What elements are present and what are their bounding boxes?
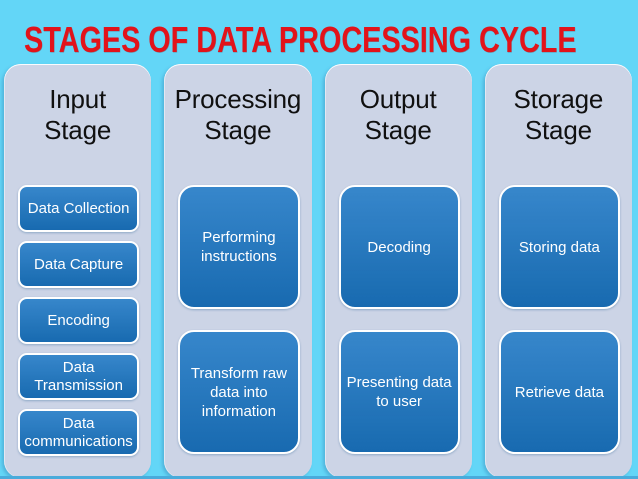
page-title: STAGES OF DATA PROCESSING CYCLE <box>24 19 577 60</box>
panel-processing-stage: Processing Stage Performing instructions… <box>164 64 312 478</box>
panel-heading-line: Input <box>49 84 107 114</box>
panel-heading: Processing Stage <box>164 64 311 146</box>
panel-boxes: Decoding Presenting data to user <box>338 185 460 475</box>
panel-boxes: Performing instructions Transform raw da… <box>178 185 300 475</box>
stage-box: Retrieve data <box>498 330 620 454</box>
panel-heading-line: Stage <box>524 115 592 145</box>
panel-heading-line: Output <box>359 84 437 114</box>
panel-heading-line: Processing <box>174 84 302 114</box>
panel-heading-line: Storage <box>513 84 604 114</box>
stage-box: Data Capture <box>18 241 140 288</box>
stage-box: Presenting data to user <box>338 330 460 454</box>
panel-boxes: Data Collection Data Capture Encoding Da… <box>18 185 140 465</box>
panel-heading-line: Stage <box>364 115 432 145</box>
stage-box: Encoding <box>18 297 140 344</box>
panel-heading-line: Stage <box>44 115 112 145</box>
stage-box: Decoding <box>338 185 460 309</box>
stage-box: Transform raw data into information <box>178 330 300 454</box>
bottom-edge-strip <box>0 476 638 479</box>
panel-heading: Storage Stage <box>485 64 632 146</box>
stage-columns: Input Stage Data Collection Data Capture… <box>4 64 632 478</box>
stage-box: Data communications <box>18 409 140 456</box>
panel-heading-line: Stage <box>204 115 272 145</box>
panel-heading: Output Stage <box>325 64 472 146</box>
stage-box: Data Transmission <box>18 353 140 400</box>
stage-box: Storing data <box>498 185 620 309</box>
panel-heading: Input Stage <box>4 64 151 146</box>
stage-box: Data Collection <box>18 185 140 232</box>
panel-input-stage: Input Stage Data Collection Data Capture… <box>4 64 152 478</box>
panel-boxes: Storing data Retrieve data <box>498 185 620 475</box>
panel-storage-stage: Storage Stage Storing data Retrieve data <box>484 64 632 478</box>
panel-output-stage: Output Stage Decoding Presenting data to… <box>324 64 472 478</box>
stage-box: Performing instructions <box>178 185 300 309</box>
